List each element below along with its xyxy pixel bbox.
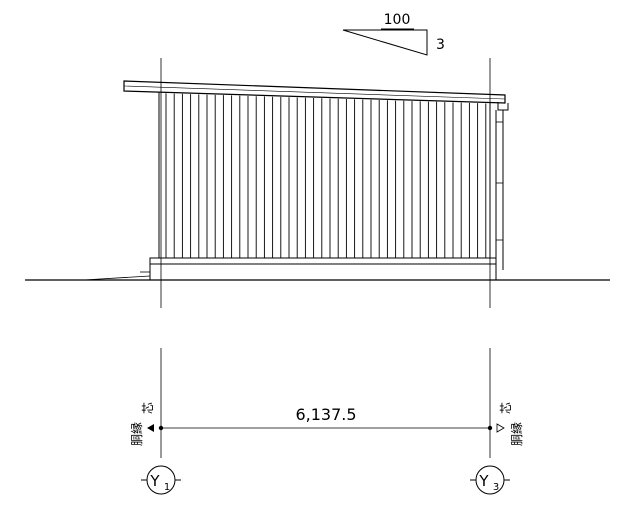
grid-bubble-y3-label: Y — [478, 472, 489, 490]
axis-note-right: 胴縁 芯 — [496, 402, 524, 446]
foundation-base — [149, 263, 497, 281]
axis-note-right-line1: 胴縁 — [509, 422, 524, 446]
slope-rise-text: 3 — [436, 37, 445, 53]
grid-bubble-y1: Y 1 — [141, 465, 181, 495]
foundation — [83, 257, 497, 281]
roof — [123, 80, 506, 104]
dimension-tick-left — [158, 425, 164, 431]
grid-bubble-y1-sub: 1 — [164, 482, 170, 493]
axis-note-arrow-left — [147, 424, 154, 432]
wall-siding — [158, 92, 491, 258]
slope-run-text: 100 — [384, 12, 411, 28]
axis-note-left: 胴縁 芯 — [129, 402, 155, 446]
roof-edge-line — [123, 85, 506, 100]
dimension: 6,137.5 — [158, 405, 493, 431]
grid-axis-lines — [160, 58, 491, 458]
downpipe — [495, 110, 504, 270]
dimension-tick-right — [487, 425, 493, 431]
grid-bubble-y3: Y 3 — [470, 465, 510, 495]
slope-triangle — [342, 29, 428, 56]
axis-note-arrow-right — [496, 423, 505, 433]
dimension-value: 6,137.5 — [295, 405, 356, 424]
axis-note-right-line2: 芯 — [499, 402, 513, 414]
ramp-slope — [83, 275, 151, 281]
axis-note-left-line2: 芯 — [141, 402, 155, 414]
grid-bubble-y3-sub: 3 — [493, 482, 499, 493]
grid-bubble-y1-label: Y — [149, 472, 160, 490]
foundation-sill — [149, 257, 497, 265]
roof-fascia — [123, 80, 506, 104]
slope-indicator: 100 3 — [342, 12, 445, 56]
axis-note-left-line1: 胴縁 — [129, 422, 144, 446]
